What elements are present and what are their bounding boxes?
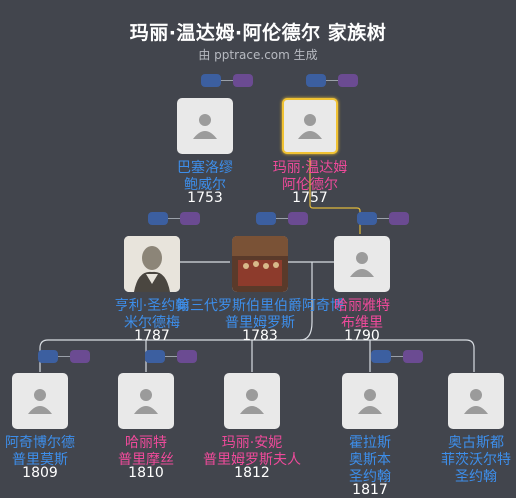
person-name: 阿奇博尔德普里莫斯 xyxy=(5,435,75,468)
person-name: 哈丽雅特布维里 xyxy=(334,298,390,331)
avatar-icon xyxy=(134,389,158,414)
portrait-card[interactable] xyxy=(118,373,174,429)
spouse-toggle[interactable] xyxy=(306,74,360,88)
portrait-card[interactable] xyxy=(448,373,504,429)
female-spouse-button[interactable] xyxy=(70,350,90,363)
male-spouse-button[interactable] xyxy=(371,350,391,363)
spouse-toggle[interactable] xyxy=(256,212,310,226)
avatar-icon xyxy=(240,389,264,414)
spouse-toggle[interactable] xyxy=(357,212,411,226)
person-name: 巴塞洛缪鲍威尔 xyxy=(177,160,233,193)
birth-year: 1817 xyxy=(352,482,388,498)
male-spouse-button[interactable] xyxy=(201,74,221,87)
avatar-icon xyxy=(193,114,217,139)
avatar-icon xyxy=(350,252,374,277)
female-spouse-button[interactable] xyxy=(389,212,409,225)
male-spouse-button[interactable] xyxy=(148,212,168,225)
spouse-toggle[interactable] xyxy=(148,212,202,226)
portrait-card[interactable] xyxy=(342,373,398,429)
male-spouse-button[interactable] xyxy=(145,350,165,363)
female-spouse-button[interactable] xyxy=(177,350,197,363)
page-title: 玛丽·温达姆·阿伦德尔 家族树 xyxy=(129,22,387,44)
person-name: 玛丽·温达姆阿伦德尔 xyxy=(272,160,348,193)
spouse-toggle[interactable] xyxy=(201,74,255,88)
person-name: 霍拉斯奥斯本圣约翰 xyxy=(349,435,391,485)
birth-year: 1812 xyxy=(234,465,270,481)
avatar-icon xyxy=(298,114,322,139)
birth-year: 1753 xyxy=(187,190,223,206)
portrait-card[interactable] xyxy=(124,236,180,292)
person-name: 奥古斯都菲茨沃尔特圣约翰 xyxy=(441,435,511,485)
person-name: 哈丽特普里摩丝 xyxy=(118,435,174,468)
person-name: 亨利·圣约翰米尔德梅 xyxy=(114,298,190,331)
female-spouse-button[interactable] xyxy=(288,212,308,225)
female-spouse-button[interactable] xyxy=(180,212,200,225)
portrait-card[interactable] xyxy=(232,236,288,292)
portrait-card[interactable] xyxy=(12,373,68,429)
portrait-card[interactable] xyxy=(334,236,390,292)
portrait-card[interactable] xyxy=(224,373,280,429)
male-spouse-button[interactable] xyxy=(256,212,276,225)
male-spouse-button[interactable] xyxy=(357,212,377,225)
female-spouse-button[interactable] xyxy=(338,74,358,87)
person-name: 玛丽·安妮普里姆罗斯夫人 xyxy=(203,435,301,468)
female-spouse-button[interactable] xyxy=(403,350,423,363)
page-subtitle: 由 pptrace.com 生成 xyxy=(198,48,318,62)
birth-year: 1790 xyxy=(344,328,380,344)
birth-year: 1809 xyxy=(22,465,58,481)
male-spouse-button[interactable] xyxy=(306,74,326,87)
female-spouse-button[interactable] xyxy=(233,74,253,87)
person-name: 第三代罗斯伯里伯爵阿奇博普里姆罗斯 xyxy=(176,298,344,331)
birth-year: 1783 xyxy=(242,328,278,344)
portrait-photo xyxy=(124,236,180,292)
portrait-card[interactable] xyxy=(177,98,233,154)
birth-year: 1810 xyxy=(128,465,164,481)
male-spouse-button[interactable] xyxy=(38,350,58,363)
avatar-icon xyxy=(464,389,488,414)
spouse-toggle[interactable] xyxy=(38,350,92,364)
spouse-toggle[interactable] xyxy=(145,350,199,364)
birth-year: 1757 xyxy=(292,190,328,206)
avatar-icon xyxy=(358,389,382,414)
portrait-card[interactable] xyxy=(282,98,338,154)
birth-year: 1787 xyxy=(134,328,170,344)
spouse-toggle[interactable] xyxy=(371,350,425,364)
portrait-photo xyxy=(232,236,288,292)
avatar-icon xyxy=(28,389,52,414)
